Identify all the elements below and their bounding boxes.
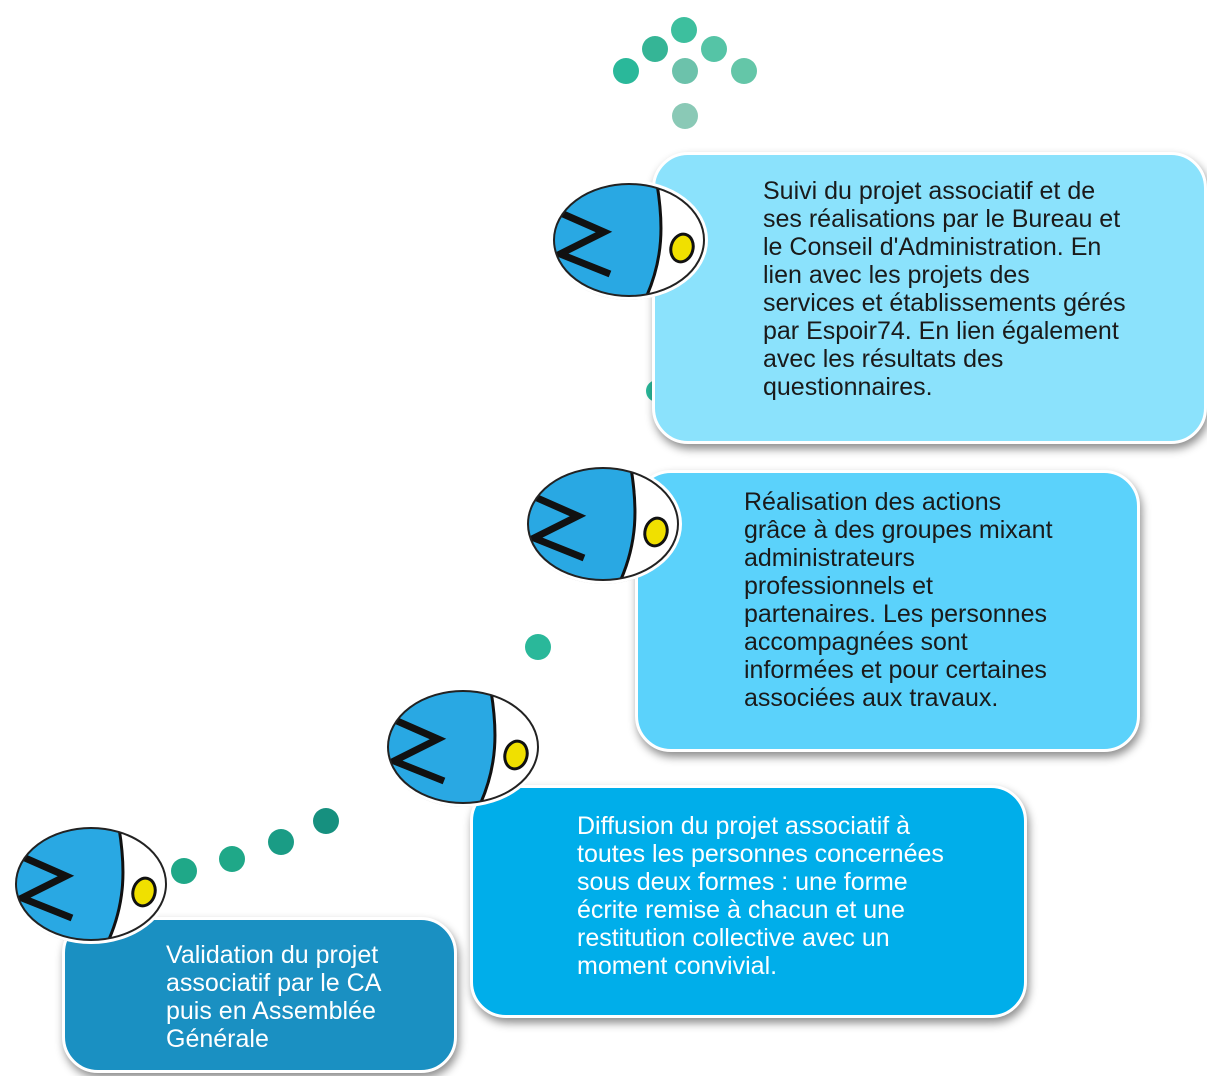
step-1-box: Validation du projet associatif par le C… (62, 917, 457, 1073)
connector-dot (268, 829, 294, 855)
arrow-dot (613, 58, 639, 84)
connector-dot (171, 858, 197, 884)
bird-logo-icon (12, 824, 170, 944)
arrow-dot (701, 36, 727, 62)
arrow-dot (642, 36, 668, 62)
connector-dot (525, 634, 551, 660)
arrow-dot (672, 58, 698, 84)
arrow-dot (672, 103, 698, 129)
bird-logo-icon (550, 180, 708, 300)
step-1-text: Validation du projet associatif par le C… (166, 941, 382, 1053)
arrow-dot (671, 17, 697, 43)
step-3-text: Réalisation des actions grâce à des grou… (744, 488, 1053, 712)
connector-dot (219, 846, 245, 872)
connector-dot (313, 808, 339, 834)
bird-logo-icon (384, 687, 542, 807)
step-2-box: Diffusion du projet associatif à toutes … (470, 785, 1027, 1018)
bird-logo-icon (524, 464, 682, 584)
step-2-text: Diffusion du projet associatif à toutes … (577, 812, 944, 980)
arrow-dot (731, 58, 757, 84)
step-4-box: Suivi du projet associatif et de ses réa… (652, 152, 1207, 444)
step-4-text: Suivi du projet associatif et de ses réa… (763, 177, 1126, 401)
step-3-box: Réalisation des actions grâce à des grou… (635, 470, 1140, 752)
